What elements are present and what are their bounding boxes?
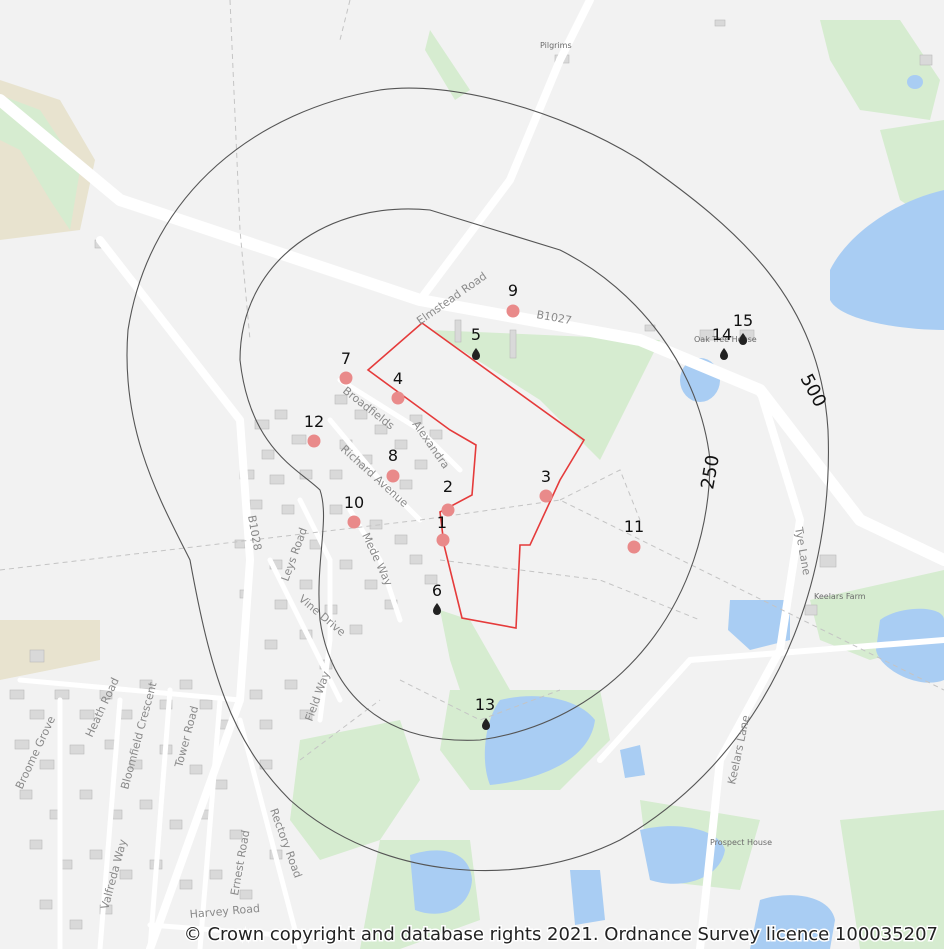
marker-5-label: 5 [471,325,481,344]
marker-4-label: 4 [393,369,403,388]
marker-15-label: 15 [733,311,753,330]
marker-7-circle [339,371,353,385]
marker-13-label: 13 [475,695,495,714]
marker-11-label: 11 [624,517,644,536]
buffer-ring-250 [239,208,711,741]
marker-15-drop-icon [739,333,747,345]
marker-14-drop-icon [720,348,728,360]
label-harvey-road: Harvey Road [189,902,260,921]
marker-6-label: 6 [432,581,442,600]
label-b1028: B1028 [245,514,264,551]
marker-12-label: 12 [304,412,324,431]
marker-9-label: 9 [508,281,518,300]
marker-8-circle [386,469,400,483]
marker-7-label: 7 [341,349,351,368]
marker-4-circle [391,391,405,405]
marker-2-circle [441,503,455,517]
marker-3-circle [539,489,553,503]
site-boundary [366,321,586,629]
marker-13-drop-icon [482,718,490,730]
marker-5-drop-icon [472,348,480,360]
marker-10-circle [347,515,361,529]
marker-11-circle [627,540,641,554]
map-attribution: © Crown copyright and database rights 20… [184,924,938,945]
label-keelars-farm: Keelars Farm [814,592,866,601]
marker-6-drop-icon [433,603,441,615]
label-b1027: B1027 [535,308,572,327]
water-bodies [410,75,944,949]
footpaths [0,0,944,761]
marker-1-label: 1 [437,513,447,532]
label-pilgrims: Pilgrims [540,41,572,50]
marker-14-label: 14 [712,325,732,344]
place-labels: Pilgrims Oak Tree House Keelars Farm Pro… [540,41,866,847]
marker-1-circle [436,533,450,547]
marker-9-circle [506,304,520,318]
marker-3-label: 3 [541,467,551,486]
buffer-ring-500 [126,87,829,872]
marker-12-circle [307,434,321,448]
buffer-rings [126,87,829,872]
label-prospect-house: Prospect House [710,838,772,847]
label-oak-tree-house: Oak Tree House [694,335,757,344]
marker-8-label: 8 [388,446,398,465]
marker-2-label: 2 [443,477,453,496]
markers: 1 2 3 4 5 6 7 8 9 10 11 12 13 [304,281,753,730]
marker-10-label: 10 [344,493,364,512]
